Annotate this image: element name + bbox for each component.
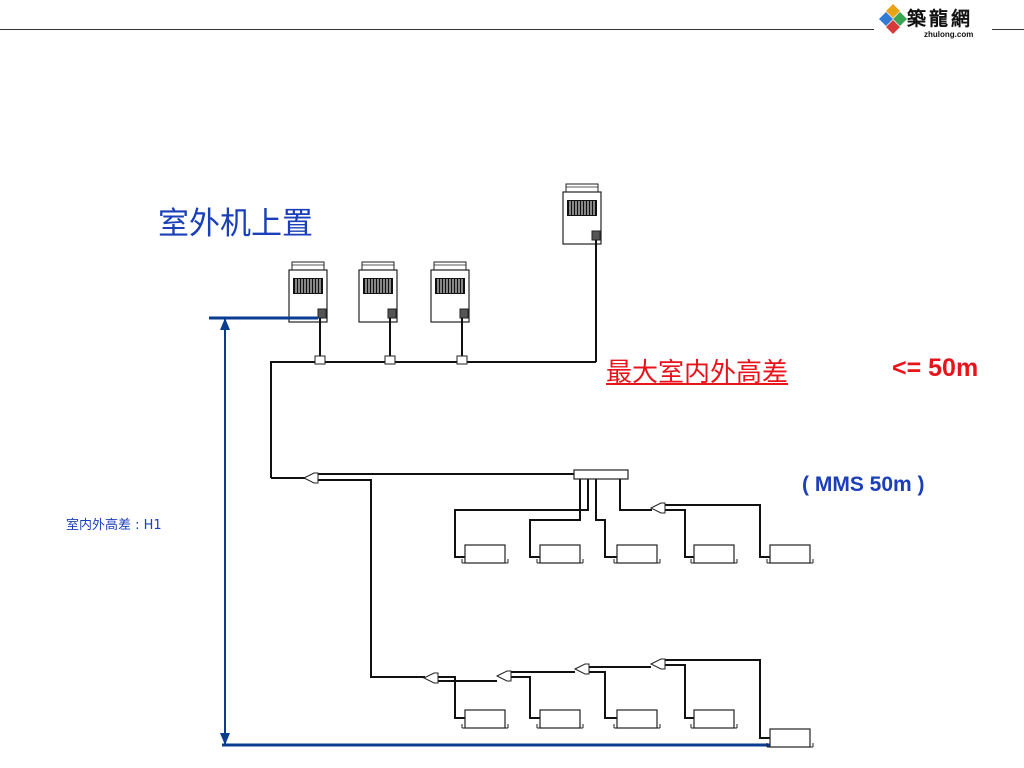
outdoor-unit-4 [562,183,602,245]
outdoor-unit-2 [358,261,398,323]
indoor-unit [461,544,509,564]
indoor-unit [461,709,509,729]
height-difference-label: 室内外高差 : H1 [66,518,162,533]
diagram-title: 室外机上置 [158,206,313,242]
refnet-joint [574,663,590,675]
refnet-joint [650,658,666,670]
outdoor-unit-3 [430,261,470,323]
height-limit-label: 最大室内外高差 [606,358,789,388]
zhulong-logo-icon [879,4,907,34]
indoor-unit [690,709,738,729]
indoor-unit [536,709,584,729]
logo-name: 築龍網 [907,8,974,30]
header-rule [0,29,874,30]
refnet-joint [423,672,439,684]
height-limit-value: <= 50m [892,354,979,382]
indoor-unit [536,544,584,564]
header-rule-right [992,29,1024,30]
indoor-unit [766,728,814,748]
refnet-joint [496,670,512,682]
indoor-unit [766,544,814,564]
indoor-unit [690,544,738,564]
mms-note: ( MMS 50m ) [802,473,925,496]
outdoor-unit-1 [288,261,328,323]
branch-header [573,469,629,480]
refnet-joint [303,472,319,484]
indoor-unit [613,709,661,729]
logo-subtitle: zhulong.com [924,30,974,39]
indoor-unit [613,544,661,564]
refnet-joint [650,502,666,514]
